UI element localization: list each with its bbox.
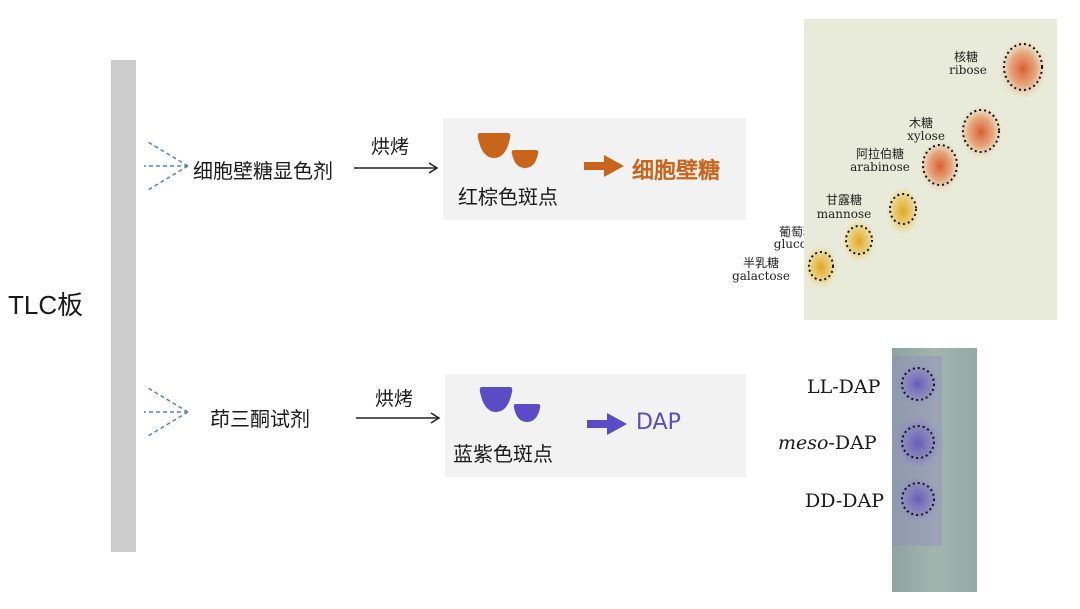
sugar-tlc-photo: 核糖 ribose 木糖 xylose 阿拉伯糖 arabinose 甘露糖 m… — [804, 19, 1057, 320]
dd-dap-spot-outline — [901, 482, 935, 516]
sugar-plate-outer-labels: 葡萄糖 glucose 半乳糖 galactose — [732, 224, 804, 283]
cell-wall-sugar-label: 细胞壁糖 — [632, 159, 721, 184]
spray-lines-icon — [144, 141, 189, 191]
dap-label: DAP — [636, 410, 681, 435]
sugar-result-arrow-icon — [584, 155, 624, 177]
arabinose-zh-label: 阿拉伯糖 — [856, 146, 904, 161]
sugar-arrow-icon — [354, 162, 439, 174]
mannose-en-label: mannose — [817, 207, 871, 221]
spray-lines-icon — [144, 387, 189, 437]
meso-dap-label: meso-DAP — [778, 432, 877, 454]
dd-dap-label: DD-DAP — [805, 490, 884, 512]
glucose-en-outer-label: glucose — [774, 237, 804, 251]
xylose-en-label: xylose — [907, 129, 945, 143]
ribose-spot — [999, 39, 1047, 99]
galactose-spot-outline — [808, 251, 834, 281]
galactose-zh-outer-label: 半乳糖 — [743, 255, 779, 270]
mannose-zh-label: 甘露糖 — [826, 192, 862, 207]
ll-dap-spot — [896, 362, 940, 406]
ninhydrin-reagent-label: 茚三酮试剂 — [210, 407, 310, 431]
ll-dap-spot-outline — [901, 367, 935, 401]
ll-dap-label: LL-DAP — [807, 376, 881, 398]
dap-tlc-photo — [892, 348, 977, 592]
dap-result-arrow-icon — [587, 413, 627, 435]
arabinose-spot-outline — [922, 144, 958, 186]
ribose-zh-label: 核糖 — [954, 49, 978, 64]
blue-violet-spot-icon — [479, 387, 541, 422]
tlc-plate-bar — [111, 60, 136, 552]
xylose-zh-label: 木糖 — [909, 115, 933, 130]
ribose-spot-outline — [1003, 43, 1043, 91]
dap-result-label: 蓝紫色斑点 — [453, 442, 553, 466]
arabinose-spot — [919, 140, 961, 192]
red-brown-spot-icon — [477, 133, 539, 168]
sugar-reagent-label: 细胞壁糖显色剂 — [193, 159, 333, 183]
galactose-en-outer-label: galactose — [732, 269, 790, 283]
mannose-spot-outline — [889, 193, 917, 225]
dap-arrow-icon — [356, 412, 441, 424]
sugar-bake-label: 烘烤 — [371, 136, 410, 158]
glucose-zh-outer-label: 葡萄糖 — [779, 224, 804, 239]
xylose-spot — [959, 105, 1003, 159]
arabinose-en-label: arabinose — [850, 160, 910, 174]
meso-dap-spot-outline — [901, 425, 935, 459]
xylose-spot-outline — [962, 109, 1000, 153]
sugar-result-label: 红棕色斑点 — [458, 185, 558, 209]
glucose-spot-outline — [845, 225, 873, 255]
dap-bake-label: 烘烤 — [375, 388, 414, 410]
meso-dap-spot — [894, 415, 942, 471]
glucose-spot — [842, 219, 876, 263]
tlc-plate-label: TLC板 — [8, 290, 84, 320]
ribose-en-label: ribose — [949, 63, 987, 77]
